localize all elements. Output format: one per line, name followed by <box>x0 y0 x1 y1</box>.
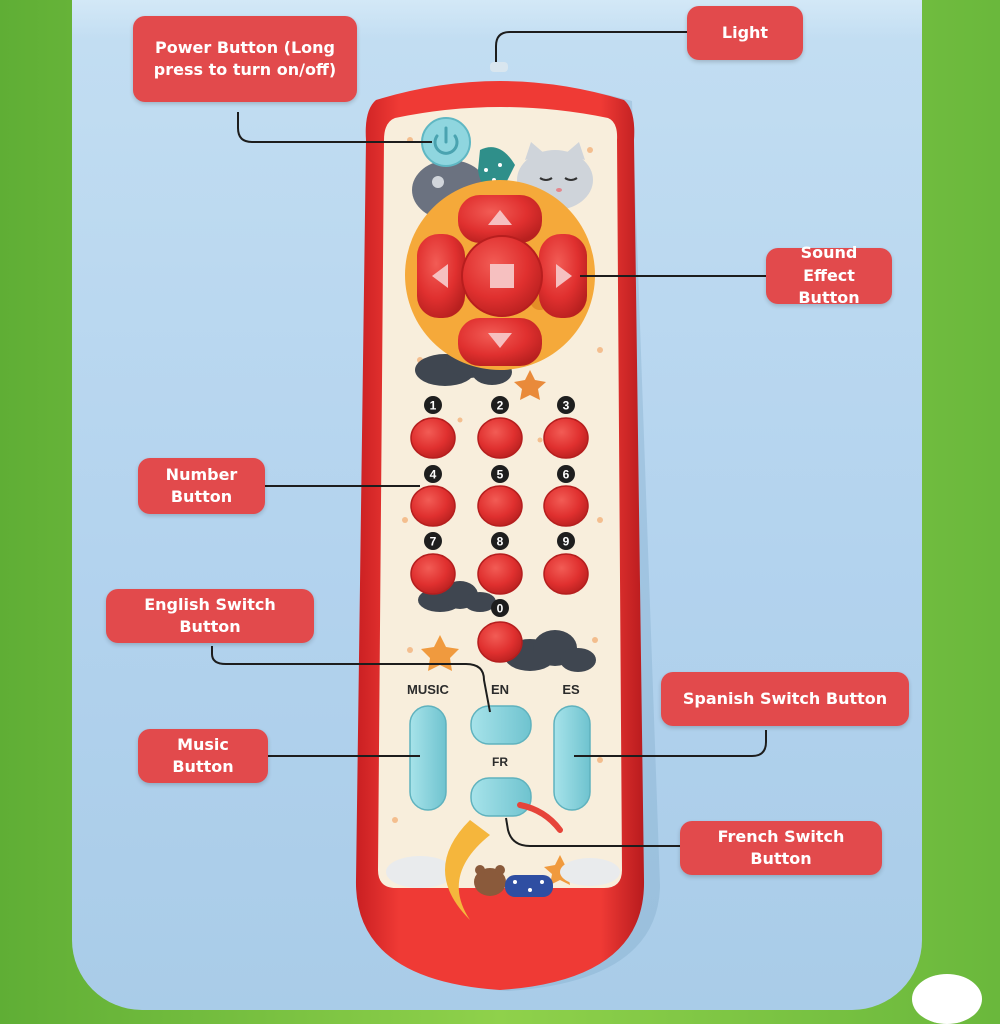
french-switch-button[interactable] <box>470 777 532 817</box>
number-key-9[interactable]: 9 <box>543 532 589 595</box>
power-button[interactable] <box>421 117 471 167</box>
es-text: ES <box>562 682 580 697</box>
digit-label: 9 <box>563 535 570 549</box>
number-button[interactable] <box>410 417 456 459</box>
number-button[interactable] <box>543 417 589 459</box>
digit-label: 7 <box>430 535 437 549</box>
toy-remote: 1 2 3 4 5 6 7 8 9 0 MUSIC EN ES FR <box>355 62 660 991</box>
number-button-label: Number Button <box>138 458 265 514</box>
sound-down-button[interactable] <box>458 318 542 366</box>
sound-up-button[interactable] <box>458 195 542 243</box>
digit-badge <box>557 396 575 414</box>
digit-badge <box>557 532 575 550</box>
music-button[interactable] <box>409 705 447 811</box>
french-switch-label: French Switch Button <box>680 821 882 875</box>
number-key-7[interactable]: 7 <box>410 532 456 595</box>
stop-square-icon <box>490 264 514 288</box>
sound-effect-label: Sound Effect Button <box>766 243 892 307</box>
number-button[interactable] <box>543 485 589 527</box>
light-label: Light <box>687 6 803 60</box>
number-button[interactable] <box>543 553 589 595</box>
left-arrow-icon <box>432 264 448 288</box>
down-arrow-icon <box>488 333 512 348</box>
digit-badge <box>424 396 442 414</box>
power-button-label: Power Button (Long press to turn on/off) <box>133 16 357 102</box>
digit-label: 3 <box>563 399 570 413</box>
number-key-2[interactable]: 2 <box>477 396 523 459</box>
digit-label: 1 <box>430 399 437 413</box>
english-switch-button[interactable] <box>470 705 532 745</box>
sound-right-button[interactable] <box>539 234 587 318</box>
digit-label: 0 <box>497 602 504 616</box>
number-button[interactable] <box>477 621 523 663</box>
digit-label: 6 <box>563 468 570 482</box>
spanish-switch-label: Spanish Switch Button <box>661 672 909 726</box>
number-key-3[interactable]: 3 <box>543 396 589 459</box>
digit-badge <box>491 396 509 414</box>
star-decoration <box>514 370 546 400</box>
power-icon <box>433 126 459 155</box>
music-text: MUSIC <box>407 682 450 697</box>
digit-badge <box>491 465 509 483</box>
number-button[interactable] <box>477 417 523 459</box>
digit-label: 4 <box>430 468 437 482</box>
number-button[interactable] <box>477 485 523 527</box>
digit-label: 5 <box>497 468 504 482</box>
number-key-8[interactable]: 8 <box>477 532 523 595</box>
up-arrow-icon <box>488 210 512 225</box>
digit-label: 8 <box>497 535 504 549</box>
number-key-6[interactable]: 6 <box>543 465 589 527</box>
english-switch-label: English Switch Button <box>106 589 314 643</box>
sound-left-button[interactable] <box>417 234 465 318</box>
digit-badge <box>491 599 509 617</box>
en-text: EN <box>491 682 509 697</box>
fr-text: FR <box>492 755 508 769</box>
spanish-switch-button[interactable] <box>553 705 591 811</box>
number-key-1[interactable]: 1 <box>410 396 456 459</box>
number-button[interactable] <box>477 553 523 595</box>
number-button[interactable] <box>410 485 456 527</box>
light-indicator <box>490 62 508 72</box>
sound-center-button[interactable] <box>461 235 543 317</box>
digit-badge <box>557 465 575 483</box>
digit-badge <box>424 465 442 483</box>
music-button-label: Music Button <box>138 729 268 783</box>
right-arrow-icon <box>556 264 572 288</box>
digit-label: 2 <box>497 399 504 413</box>
digit-badge <box>424 532 442 550</box>
number-key-5[interactable]: 5 <box>477 465 523 527</box>
digit-badge <box>491 532 509 550</box>
bear-moon-illustration <box>445 802 563 920</box>
number-button[interactable] <box>410 553 456 595</box>
number-key-4[interactable]: 4 <box>410 465 456 527</box>
